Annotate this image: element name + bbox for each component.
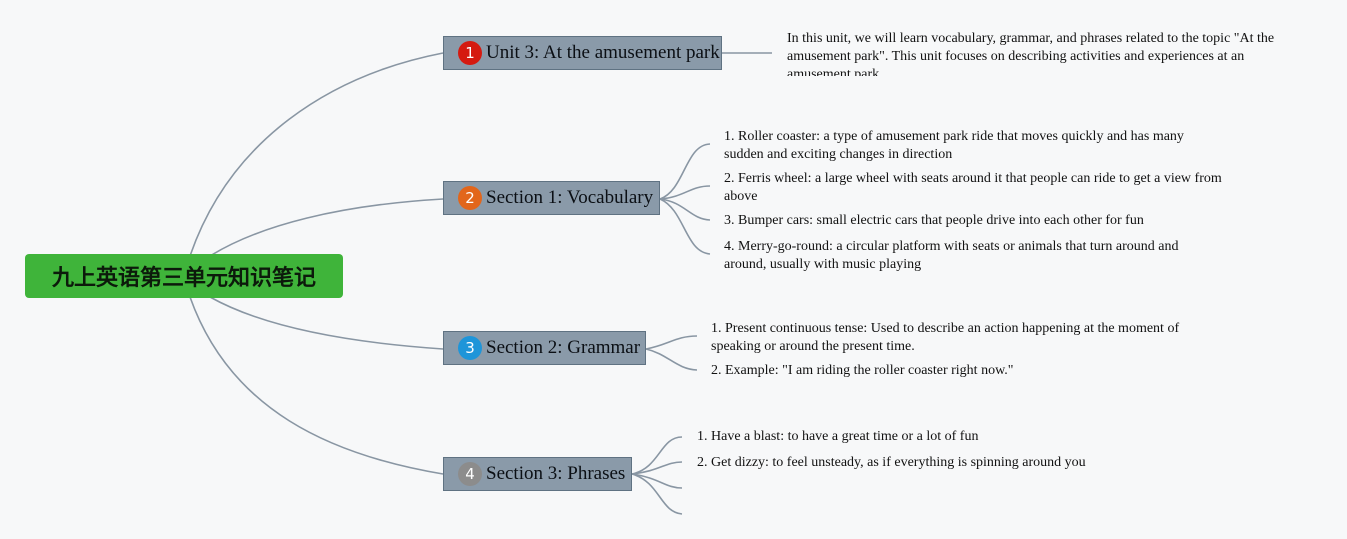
connector-topic-4-note-3 [631,473,683,489]
topic-label: Section 1: Vocabulary [486,187,654,208]
note-grammar-1[interactable]: 1. Present continuous tense: Used to des… [711,320,1201,353]
note-phrases-4[interactable] [697,506,1177,523]
number-badge-icon: 1 [458,41,482,65]
topic-label: Section 2: Grammar [486,337,641,358]
connector-root-topic-3 [209,296,444,350]
note-vocab-1[interactable]: 1. Roller coaster: a type of amusement p… [724,128,1204,161]
note-text: 2. Ferris wheel: a large wheel with seat… [724,171,1222,204]
connector-topic-4-note-1 [631,436,683,475]
connector-topic-2-note-2 [659,185,711,200]
topic-section-3-phrases[interactable]: 4 Section 3: Phrases [443,457,632,491]
connector-root-topic-1 [189,52,444,257]
connector-topic-2-note-3 [659,198,711,221]
note-text: 3. Bumper cars: small electric cars that… [724,213,1144,228]
note-text: In this unit, we will learn vocabulary, … [787,31,1275,76]
note-text: 2. Get dizzy: to feel unsteady, as if ev… [697,455,1086,470]
connector-root-topic-2 [209,198,444,257]
connector-topic-3-note-2 [645,348,698,371]
connector-topic-4-note-4 [631,473,683,515]
number-badge-icon: 2 [458,186,482,210]
connector-topic-2-note-1 [659,143,711,200]
connector-topic-4-note-2 [631,461,683,475]
topic-section-1-vocabulary[interactable]: 2 Section 1: Vocabulary [443,181,660,215]
number-badge-icon: 4 [458,462,482,486]
note-text: 1. Have a blast: to have a great time or… [697,429,979,444]
connector-root-topic-4 [189,296,444,475]
note-phrases-2[interactable]: 2. Get dizzy: to feel unsteady, as if ev… [697,454,1177,471]
note-grammar-2[interactable]: 2. Example: "I am riding the roller coas… [711,362,1181,379]
note-text: 1. Present continuous tense: Used to des… [711,321,1180,353]
note-phrases-1[interactable]: 1. Have a blast: to have a great time or… [697,428,1177,445]
topic-section-2-grammar[interactable]: 3 Section 2: Grammar [443,331,646,365]
note-text: 1. Roller coaster: a type of amusement p… [724,129,1184,161]
connector-topic-3-note-1 [645,335,698,350]
root-title: 九上英语第三单元知识笔记 [51,266,316,291]
note-text: 4. Merry-go-round: a circular platform w… [724,239,1179,271]
note-unit-3-intro[interactable]: In this unit, we will learn vocabulary, … [787,30,1287,76]
note-phrases-3[interactable] [697,480,1177,497]
note-vocab-4[interactable]: 4. Merry-go-round: a circular platform w… [724,238,1194,271]
connector-topic-2-note-4 [659,198,711,255]
number-badge-icon: 3 [458,336,482,360]
topic-label: Section 3: Phrases [486,463,626,484]
root-node[interactable]: 九上英语第三单元知识笔记 [25,254,343,298]
topic-label: Unit 3: At the amusement park [486,42,720,63]
note-text: 2. Example: "I am riding the roller coas… [711,363,1014,378]
topic-unit-3[interactable]: 1 Unit 3: At the amusement park [443,36,722,70]
note-vocab-2[interactable]: 2. Ferris wheel: a large wheel with seat… [724,170,1234,206]
note-vocab-3[interactable]: 3. Bumper cars: small electric cars that… [724,212,1234,230]
